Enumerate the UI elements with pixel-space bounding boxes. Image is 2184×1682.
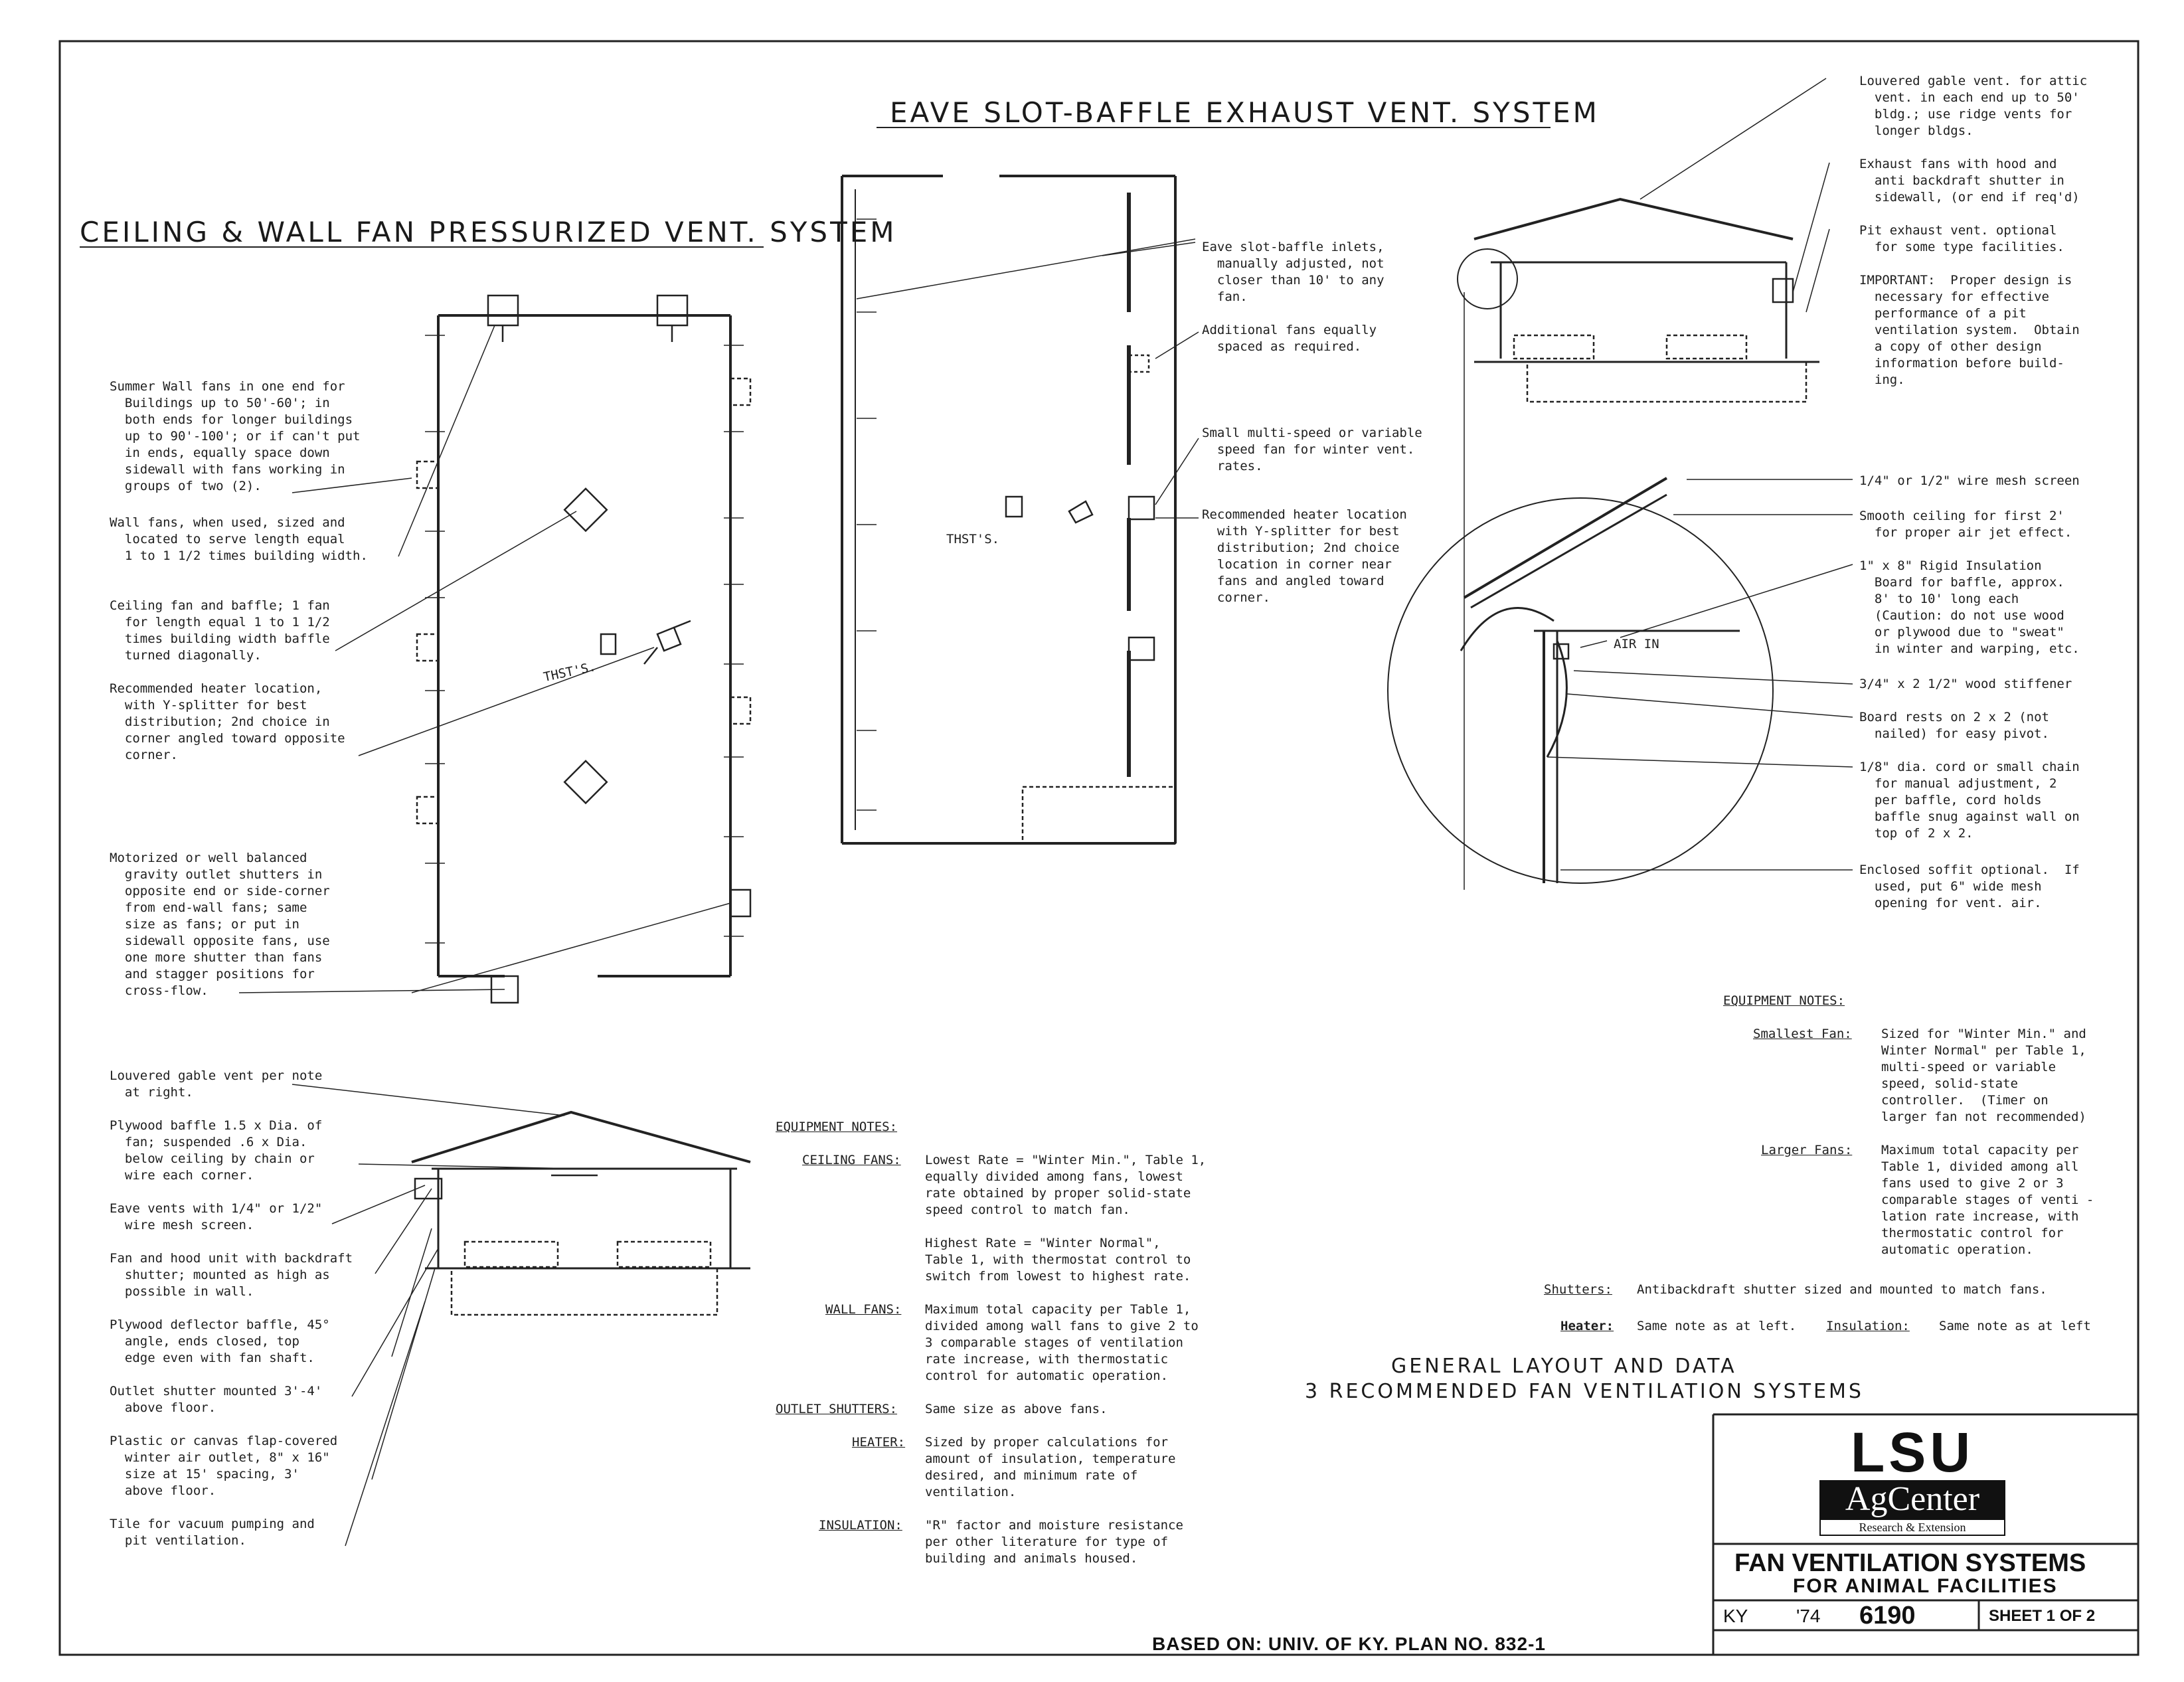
note-wire-mesh: 1/4" or 1/2" wire mesh screen bbox=[1859, 473, 2080, 488]
equipment-notes-right-heading: EQUIPMENT NOTES: bbox=[1723, 993, 1845, 1008]
note-cord: 1/8" dia. cord or small chain for manual… bbox=[1859, 760, 2080, 841]
note-rigid-board: 1" x 8" Rigid Insulation Board for baffl… bbox=[1859, 558, 2080, 656]
lsu-agcenter-logo: LSU AgCenter Research & Extension bbox=[1819, 1424, 2005, 1537]
note-board-rests: Board rests on 2 x 2 (not nailed) for ea… bbox=[1859, 710, 2049, 741]
ceiling-fans-label: CEILING FANS: bbox=[802, 1153, 901, 1167]
heater-right-label: Heater: bbox=[1560, 1319, 1614, 1333]
title-block-frame bbox=[1712, 1413, 2138, 1655]
ceiling-fan-section bbox=[292, 1084, 751, 1547]
insulation-text: "R" factor and moisture resistance per o… bbox=[925, 1518, 1183, 1566]
note-outlet-shutter: Outlet shutter mounted 3'-4' above floor… bbox=[110, 1384, 323, 1415]
ceiling-wall-plan bbox=[238, 294, 752, 1004]
insulation-right-text: Same note as at left bbox=[1939, 1319, 2091, 1333]
general-layout-title: GENERAL LAYOUT AND DATA bbox=[1391, 1355, 1737, 1378]
sheet-number: SHEET 1 OF 2 bbox=[1989, 1607, 2096, 1625]
note-tile: Tile for vacuum pumping and pit ventilat… bbox=[110, 1517, 315, 1548]
recommended-systems-title: 3 RECOMMENDED FAN VENTILATION SYSTEMS bbox=[1305, 1380, 1864, 1403]
heater-label: HEATER: bbox=[852, 1435, 906, 1450]
smallest-fan-text: Sized for "Winter Min." and Winter Norma… bbox=[1881, 1027, 2086, 1124]
system-subtitle: FOR ANIMAL FACILITIES bbox=[1793, 1575, 2058, 1597]
note-stiffener: 3/4" x 2 1/2" wood stiffener bbox=[1859, 677, 2072, 691]
based-on-note: BASED ON: UNIV. OF KY. PLAN NO. 832-1 bbox=[1152, 1634, 1546, 1654]
pit-cross-section bbox=[1457, 78, 1830, 890]
air-in-label: AIR IN bbox=[1614, 637, 1659, 651]
note-eave-vents: Eave vents with 1/4" or 1/2" wire mesh s… bbox=[110, 1201, 323, 1232]
plan-number: 6190 bbox=[1859, 1602, 1916, 1630]
wall-fans-text: Maximum total capacity per Table 1, divi… bbox=[925, 1302, 1199, 1383]
note-outlet-shutters: Motorized or well balanced gravity outle… bbox=[110, 851, 330, 998]
note-eave-inlets: Eave slot-baffle inlets, manually adjust… bbox=[1202, 240, 1385, 304]
shutters-text: Antibackdraft shutter sized and mounted … bbox=[1637, 1282, 2047, 1297]
eave-system-title: EAVE SLOT-BAFFLE EXHAUST VENT. SYSTEM bbox=[890, 96, 1600, 129]
note-heater-location: Recommended heater location, with Y-spli… bbox=[110, 681, 345, 762]
ceiling-system-title: CEILING & WALL FAN PRESSURIZED VENT. SYS… bbox=[80, 216, 897, 248]
note-soffit: Enclosed soffit optional. If used, put 6… bbox=[1859, 863, 2080, 910]
note-plywood-baffle: Plywood baffle 1.5 x Dia. of fan; suspen… bbox=[110, 1118, 323, 1183]
state-code: KY bbox=[1723, 1606, 1748, 1626]
outlet-shutters-text: Same size as above fans. bbox=[925, 1402, 1108, 1416]
note-small-fan: Small multi-speed or variable speed fan … bbox=[1202, 426, 1422, 473]
note-important: IMPORTANT: Proper design is necessary fo… bbox=[1859, 273, 2080, 387]
note-louvered-gable: Louvered gable vent per note at right. bbox=[110, 1068, 323, 1100]
shutters-label: Shutters: bbox=[1544, 1282, 1612, 1297]
heater-right-text: Same note as at left. bbox=[1637, 1319, 1797, 1333]
larger-fans-text: Maximum total capacity per Table 1, divi… bbox=[1881, 1143, 2094, 1257]
system-title: FAN VENTILATION SYSTEMS bbox=[1734, 1549, 2086, 1577]
logo-lsu: LSU bbox=[1851, 1421, 1974, 1483]
logo-agcenter: AgCenter bbox=[1819, 1480, 2005, 1519]
larger-fans-label: Larger Fans: bbox=[1761, 1143, 1853, 1157]
insulation-right-label: Insulation: bbox=[1826, 1319, 1910, 1333]
smallest-fan-label: Smallest Fan: bbox=[1753, 1027, 1852, 1041]
outlet-shutters-label: OUTLET SHUTTERS: bbox=[776, 1402, 898, 1416]
note-deflector: Plywood deflector baffle, 45° angle, end… bbox=[110, 1317, 330, 1365]
sheet-border bbox=[58, 40, 2140, 1656]
ceiling-fans-text: Lowest Rate = "Winter Min.", Table 1, eq… bbox=[925, 1153, 1207, 1284]
note-ceiling-fan: Ceiling fan and baffle; 1 fan for length… bbox=[110, 598, 330, 663]
plan-year: '74 bbox=[1796, 1606, 1821, 1626]
thermostat-label-2: THST'S. bbox=[946, 532, 1000, 547]
note-heater-splitter: Recommended heater location with Y-split… bbox=[1202, 507, 1407, 605]
eave-detail bbox=[1387, 477, 1853, 884]
note-exhaust-fans: Exhaust fans with hood and anti backdraf… bbox=[1859, 157, 2080, 205]
equipment-notes-heading: EQUIPMENT NOTES: bbox=[776, 1120, 898, 1134]
eave-slot-plan bbox=[841, 175, 1199, 845]
note-additional-fans: Additional fans equally spaced as requir… bbox=[1202, 323, 1377, 354]
logo-research-extension: Research & Extension bbox=[1819, 1519, 2005, 1536]
wall-fans-label: WALL FANS: bbox=[825, 1302, 902, 1317]
note-fan-hood: Fan and hood unit with backdraft shutter… bbox=[110, 1251, 353, 1299]
note-gable-vent: Louvered gable vent. for attic vent. in … bbox=[1859, 74, 2088, 138]
note-smooth-ceiling: Smooth ceiling for first 2' for proper a… bbox=[1859, 509, 2072, 540]
note-wall-fans: Wall fans, when used, sized and located … bbox=[110, 515, 368, 563]
note-summer-wall-fans: Summer Wall fans in one end for Building… bbox=[110, 379, 361, 493]
heater-text: Sized by proper calculations for amount … bbox=[925, 1435, 1176, 1499]
note-flap-outlet: Plastic or canvas flap-covered winter ai… bbox=[110, 1434, 338, 1498]
note-pit-exhaust: Pit exhaust vent. optional for some type… bbox=[1859, 223, 2064, 254]
insulation-label: INSULATION: bbox=[819, 1518, 902, 1533]
